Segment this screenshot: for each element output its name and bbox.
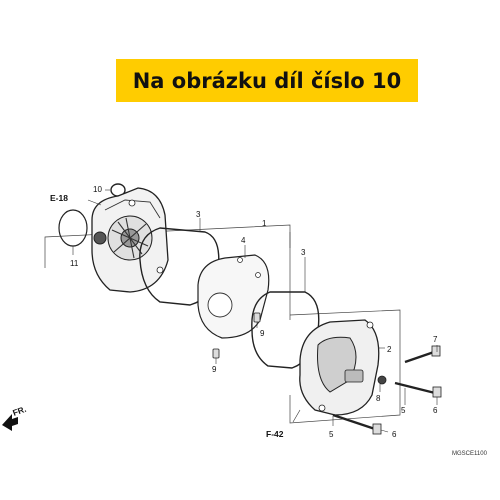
- dowel-pin-part-9-b: [212, 348, 220, 359]
- ref-e18: E-18: [50, 193, 68, 203]
- callout-3-left: 3: [196, 210, 201, 219]
- o-ring-part-11: [58, 209, 88, 255]
- pump-cover-right: [299, 319, 380, 416]
- callout-1: 1: [262, 219, 267, 228]
- bolt-part-6-bottom: [332, 413, 382, 435]
- bracket-lines: [44, 224, 401, 424]
- bolt-part-6-right: [394, 381, 442, 398]
- callout-7: 7: [433, 335, 438, 344]
- section-references: E-18 F-42 FR.: [11, 193, 283, 439]
- callout-6-right: 6: [433, 406, 438, 415]
- callout-9-a: 9: [260, 329, 265, 338]
- callout-10: 10: [93, 185, 102, 194]
- callout-4: 4: [241, 236, 246, 245]
- banner-text: Na obrázku díl číslo 10: [132, 68, 402, 93]
- callout-5-bottom: 5: [329, 430, 334, 439]
- pump-body-left: [91, 187, 169, 293]
- washer-part-8: [377, 375, 387, 385]
- bolt-part-7: [404, 345, 441, 364]
- ref-f42: F-42: [266, 429, 284, 439]
- front-arrow-icon: [2, 414, 18, 431]
- callout-labels: 10 11 3 1 4 3 9 9 7 2 8 5 6 5 6: [70, 185, 438, 439]
- callout-11: 11: [70, 259, 79, 268]
- leader-lines: [87, 199, 438, 433]
- plate-part-4: [197, 254, 270, 339]
- dowel-pin-part-9-a: [253, 312, 261, 323]
- ref-front: FR.: [11, 404, 27, 418]
- diagram-code: MGSCE1100: [452, 451, 488, 457]
- callout-8: 8: [376, 394, 381, 403]
- callout-6-bottom: 6: [392, 430, 397, 439]
- callout-2: 2: [387, 345, 392, 354]
- part-number-banner: Na obrázku díl číslo 10: [116, 59, 418, 102]
- callout-9-b: 9: [212, 365, 217, 374]
- callout-3-right: 3: [301, 248, 306, 257]
- callout-5-right: 5: [401, 406, 406, 415]
